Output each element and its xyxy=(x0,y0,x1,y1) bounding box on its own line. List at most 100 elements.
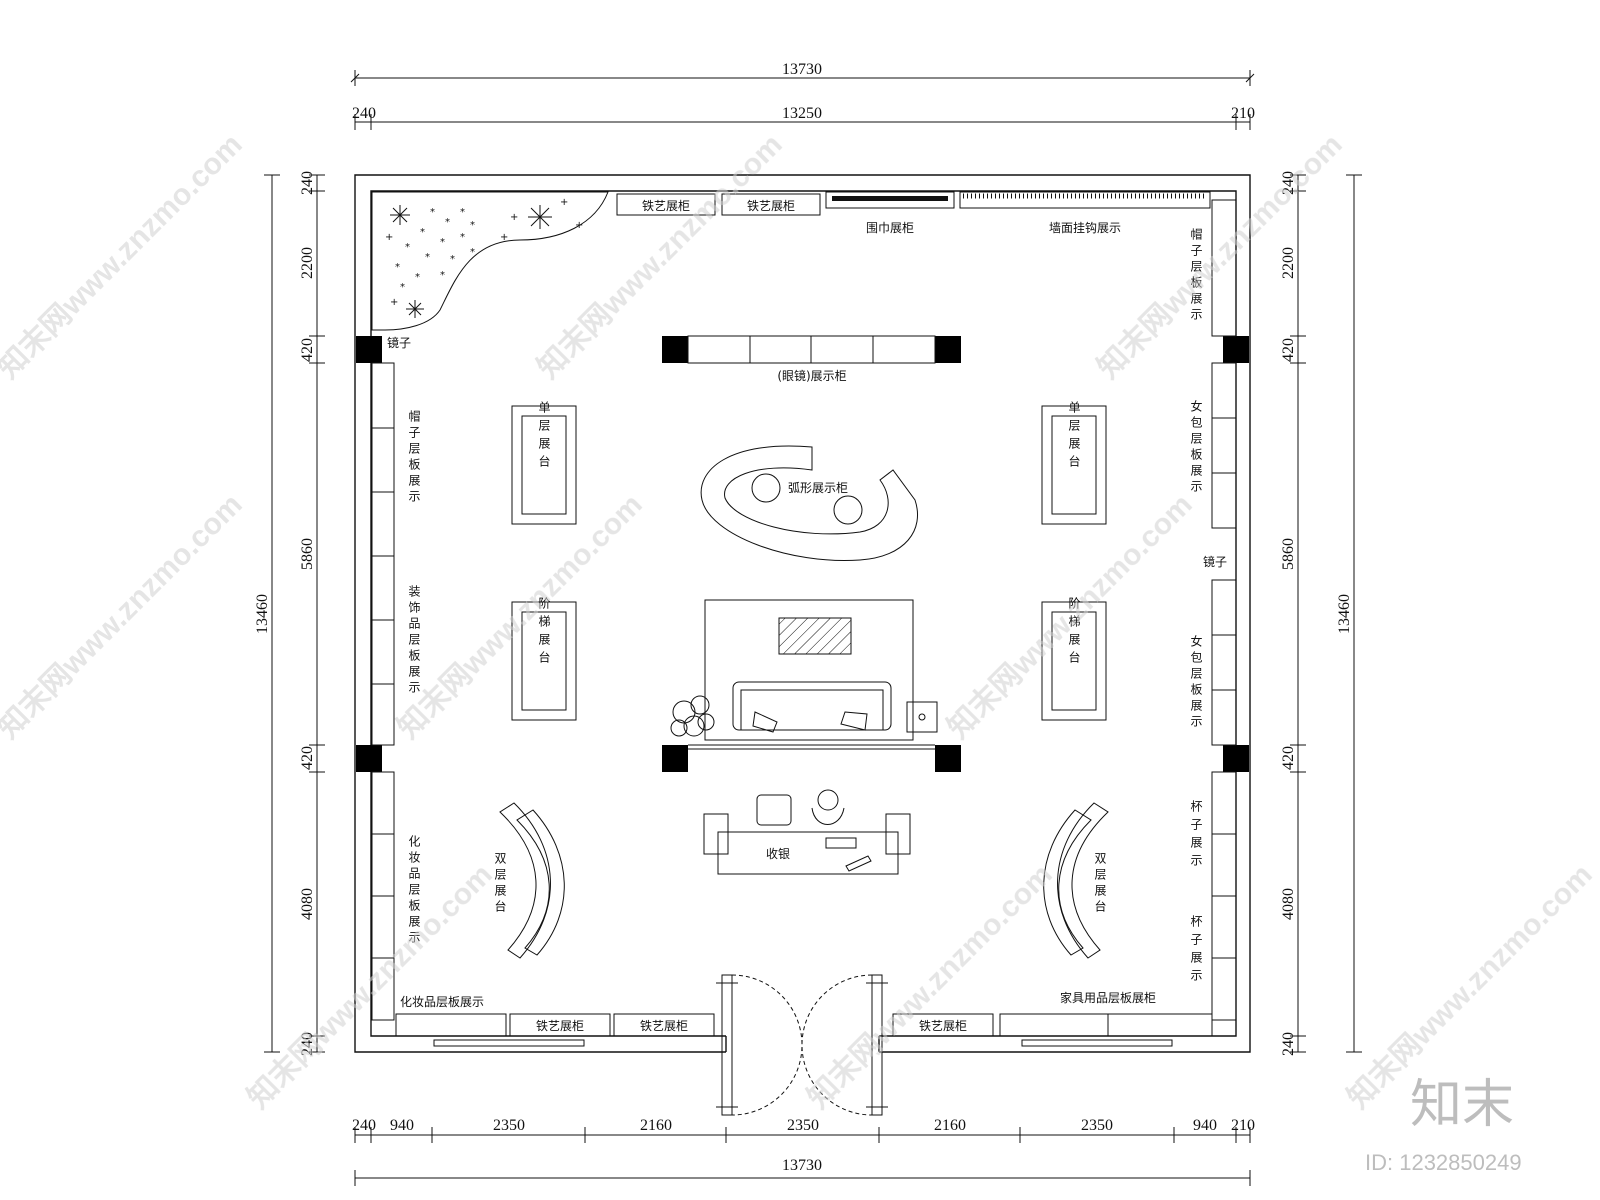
bag-shelf-lower-label: 女包层板展示 xyxy=(1189,634,1203,731)
right-total-dimension: 13460 xyxy=(1336,594,1353,634)
top-inner-dimension: 13250 xyxy=(782,105,822,122)
left-total-dimension: 13460 xyxy=(254,594,271,634)
structural-columns xyxy=(356,336,1249,772)
bottom-dimension-lines: 240 940 2350 2160 2350 2160 2350 940 210… xyxy=(352,1117,1255,1186)
single-stand-left: 单层展台 xyxy=(511,401,577,525)
arc-cabinet-label: 弧形展示柜 xyxy=(788,481,848,495)
double-stand-right: 双层展台 xyxy=(1043,802,1109,959)
bottom-dimension-2: 940 xyxy=(390,1117,414,1134)
chair xyxy=(756,794,792,826)
bottom-dimension-6: 2160 xyxy=(934,1117,966,1134)
cup-display-lower-label: 杯子展示 xyxy=(1189,915,1203,987)
bottom-total-dimension: 13730 xyxy=(782,1157,822,1174)
svg-text:*: * xyxy=(425,252,430,263)
left-dimension-1: 240 xyxy=(299,171,316,195)
bottom-dimension-5: 2350 xyxy=(787,1117,819,1134)
bag-shelf-upper-label: 女包层板展示 xyxy=(1189,399,1203,496)
bottom-dimension-7: 2350 xyxy=(1081,1117,1113,1134)
column-right-upper xyxy=(1223,336,1249,363)
hat-shelf-left-label: 帽子层板展示 xyxy=(407,409,421,506)
image-id-text: ID: 1232850249 xyxy=(1365,1150,1522,1175)
iron-cabinet-bottom-1-label: 铁艺展柜 xyxy=(536,1019,584,1033)
left-dimension-5: 420 xyxy=(299,746,316,770)
svg-text:*: * xyxy=(445,217,450,228)
right-wall-shelves xyxy=(1211,199,1237,1021)
column-left-upper xyxy=(356,336,382,363)
exterior-walls xyxy=(354,174,1251,1053)
right-dimension-1: 240 xyxy=(1280,171,1297,195)
svg-text:*: * xyxy=(415,272,420,283)
cup-display-upper-label: 杯子展示 xyxy=(1189,800,1203,872)
cosmetic-shelf-bottom-label: 化妆品层板展示 xyxy=(400,995,484,1009)
top-total-dimension: 13730 xyxy=(782,61,822,78)
svg-text:+: + xyxy=(390,297,398,308)
step-stand-left: 阶梯展台 xyxy=(511,597,577,721)
home-goods-label: 家具用品层板展柜 xyxy=(1060,990,1156,1005)
svg-text:+: + xyxy=(510,212,518,223)
bottom-wall-fixtures: 铁艺展柜 铁艺展柜 铁艺展柜 家具用品层板展柜 化妆品层板展示 xyxy=(395,990,1213,1047)
bottom-dimension-4: 2160 xyxy=(640,1117,672,1134)
watermark-7: 知末网www.znzmo.com xyxy=(242,858,499,1115)
double-stand-right-label: 双层展台 xyxy=(1093,852,1107,916)
side-wall-labels: 帽子层板展示 装饰品层板展示 化妆品层板展示 帽子层板展示 女包层板展示 女包层… xyxy=(407,227,1203,987)
cosmetic-shelf-left-label: 化妆品层板展示 xyxy=(407,835,421,947)
watermark-5: 知末网www.znzmo.com xyxy=(392,488,649,745)
right-dimension-4: 5860 xyxy=(1280,538,1297,570)
watermark-8: 知末网www.znzmo.com xyxy=(802,858,1059,1115)
entrance-doors xyxy=(716,974,888,1116)
top-dimension-lines: 13730 240 13250 210 xyxy=(350,61,1255,130)
iron-cabinet-top-2-label: 铁艺展柜 xyxy=(747,199,795,213)
svg-text:*: * xyxy=(470,220,475,231)
top-left-dimension: 240 xyxy=(352,105,376,122)
bottom-dimension-9: 210 xyxy=(1231,1117,1255,1134)
iron-cabinet-top-1-label: 铁艺展柜 xyxy=(642,199,690,213)
glasses-cabinet: (眼镜)展示柜 xyxy=(662,335,961,383)
double-stand-left-label: 双层展台 xyxy=(493,852,507,916)
column-left-lower xyxy=(356,745,382,772)
wall-hook-display xyxy=(959,191,1211,209)
svg-text:+: + xyxy=(385,232,393,243)
svg-text:+: + xyxy=(575,220,583,231)
watermark-6: 知末网www.znzmo.com xyxy=(942,488,1199,745)
iron-cabinet-top-2 xyxy=(721,193,821,216)
keyboard xyxy=(825,837,857,849)
scarf-cabinet-label: 围巾展柜 xyxy=(866,221,914,235)
hat-shelf-right-label: 帽子层板展示 xyxy=(1189,227,1203,324)
single-stand-right-label: 单层展台 xyxy=(1067,401,1081,473)
left-dimension-lines: 13460 240 2200 420 5860 420 4080 240 xyxy=(254,171,325,1056)
double-stand-left: 双层展台 xyxy=(493,802,565,959)
step-stand-left-label: 阶梯展台 xyxy=(537,597,551,669)
coffee-table xyxy=(778,617,852,655)
watermark-4: 知末网www.znzmo.com xyxy=(0,488,249,745)
side-table xyxy=(906,701,938,733)
bottom-dimension-8: 940 xyxy=(1193,1117,1217,1134)
left-dimension-4: 5860 xyxy=(299,538,316,570)
bottom-dimension-1: 240 xyxy=(352,1117,376,1134)
single-stand-left-label: 单层展台 xyxy=(537,401,551,473)
top-wall-fixtures: 铁艺展柜 铁艺展柜 围巾展柜 墙面挂钩展示 xyxy=(616,191,1211,235)
right-dimension-2: 2200 xyxy=(1280,247,1297,279)
left-wall-shelves xyxy=(371,362,395,1021)
shrub-dots: *** *** *** *** *** +++ +++ xyxy=(385,197,583,308)
svg-text:*: * xyxy=(470,247,475,258)
decor-shelf-label: 装饰品层板展示 xyxy=(407,585,421,697)
arc-display-cabinet: 弧形展示柜 xyxy=(700,445,919,562)
watermark-3: 知末网www.znzmo.com xyxy=(1092,128,1349,385)
left-dimension-2: 2200 xyxy=(299,247,316,279)
cashier-counter: 收银 xyxy=(703,789,911,875)
bottom-dimension-3: 2350 xyxy=(493,1117,525,1134)
svg-text:+: + xyxy=(500,232,508,243)
svg-text:*: * xyxy=(430,207,435,218)
left-dimension-7: 240 xyxy=(299,1032,316,1056)
cashier-label: 收银 xyxy=(766,847,790,861)
right-dimension-7: 240 xyxy=(1280,1032,1297,1056)
svg-text:*: * xyxy=(405,242,410,253)
right-dimension-lines: 240 2200 420 5860 420 4080 240 13460 xyxy=(1280,171,1362,1056)
svg-text:*: * xyxy=(395,262,400,273)
column-right-lower xyxy=(1223,745,1249,772)
iron-cabinet-bottom-3-label: 铁艺展柜 xyxy=(919,1019,967,1033)
iron-cabinet-bottom-2-label: 铁艺展柜 xyxy=(640,1019,688,1033)
wall-hook-display-label: 墙面挂钩展示 xyxy=(1049,221,1121,235)
